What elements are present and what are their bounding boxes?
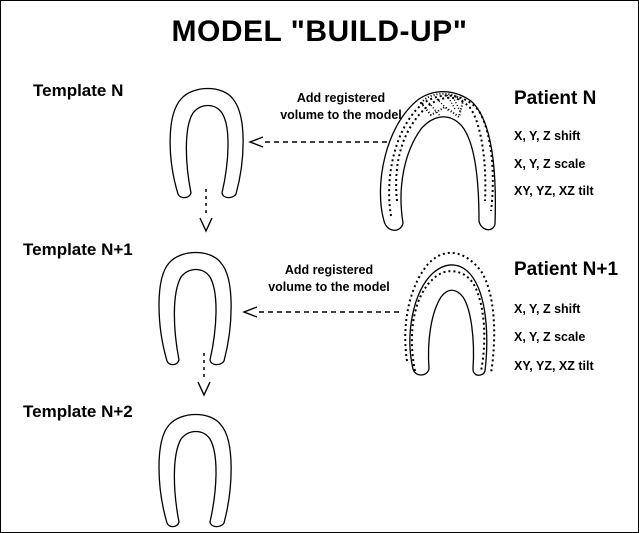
down-arrow-1-head <box>200 218 212 231</box>
patient-n-volume <box>380 92 495 231</box>
template-n-arch <box>170 89 243 198</box>
template-n2-arch <box>159 415 231 527</box>
left-arrow-1-head <box>250 137 263 147</box>
down-arrow-2-head <box>198 382 210 395</box>
patient-n1-volume <box>405 253 494 375</box>
template-n1-arch <box>159 253 231 365</box>
left-arrow-2-head <box>244 307 257 317</box>
